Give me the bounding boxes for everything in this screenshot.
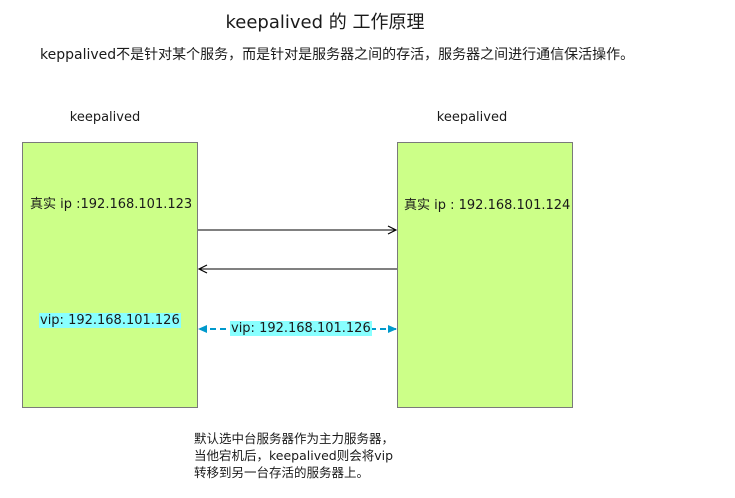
- right-server-real-ip: 真实 ip : 192.168.101.124: [404, 198, 571, 213]
- left-server-real-ip: 真实 ip :192.168.101.123: [30, 197, 193, 212]
- failover-note: 默认选中台服务器作为主力服务器， 当他宕机后，keepalived则会将vip …: [194, 430, 454, 481]
- vip-link-label: vip: 192.168.101.126: [230, 321, 372, 336]
- diagram-title: keepalived 的 工作原理: [225, 12, 425, 33]
- failover-note-line: 默认选中台服务器作为主力服务器，: [194, 431, 395, 446]
- failover-note-line: 转移到另一台存活的服务器上。: [194, 465, 370, 480]
- right-server-box: [397, 142, 573, 408]
- left-server-vip: vip: 192.168.101.126: [39, 313, 181, 328]
- diagram-subtitle: keppalived不是针对某个服务，而是针对是服务器之间的存活，服务器之间进行…: [40, 47, 635, 63]
- failover-note-line: 当他宕机后，keepalived则会将vip: [194, 448, 394, 463]
- right-server-label: keepalived: [436, 110, 508, 125]
- left-server-label: keepalived: [69, 110, 141, 125]
- left-server-box: [22, 142, 198, 408]
